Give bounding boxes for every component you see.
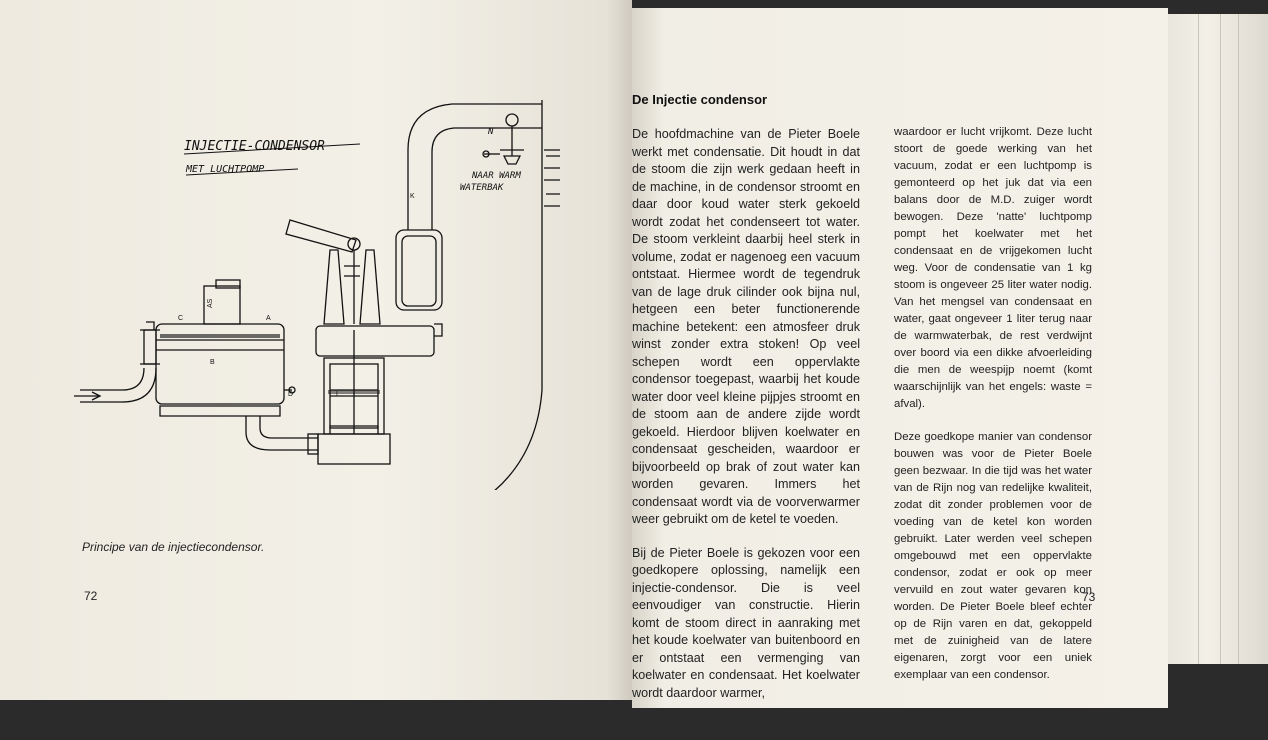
page-stack-edge xyxy=(1168,14,1268,664)
right-page: De Injectie condensor De hoofdmachine va… xyxy=(632,8,1168,708)
left-page: INJECTIE-CONDENSOR MET LUCHTPOMP NAAR WA… xyxy=(0,0,632,700)
diagram-label-as: AS xyxy=(207,298,214,308)
diagram-note-line2: WATERBAK xyxy=(460,183,504,193)
page-number-left: 72 xyxy=(84,589,98,603)
diagram-label-b: B xyxy=(210,359,215,366)
diagram-label-d: D xyxy=(288,391,293,398)
injection-condenser-diagram: INJECTIE-CONDENSOR MET LUCHTPOMP NAAR WA… xyxy=(74,100,560,490)
diagram-label-l: L xyxy=(336,391,340,398)
text-column-2: waardoor er lucht vrijkomt. Deze lucht s… xyxy=(894,124,1092,700)
page-number-right: 73 xyxy=(1082,590,1096,604)
section-heading: De Injectie condensor xyxy=(632,92,768,107)
diagram-label-c: C xyxy=(178,315,183,322)
diagram-note-line1: NAAR WARM xyxy=(471,171,521,181)
diagram-label-n: N xyxy=(487,127,494,137)
column2-paragraph-2: Deze goedkope manier van condensor bouwe… xyxy=(894,431,1092,681)
diagram-label-k: K xyxy=(410,193,415,200)
text-column-1: De hoofdmachine van de Pieter Boele werk… xyxy=(632,126,860,718)
column1-paragraph-1: De hoofdmachine van de Pieter Boele werk… xyxy=(632,127,860,526)
diagram-title: INJECTIE-CONDENSOR xyxy=(184,139,325,154)
diagram-label-a: A xyxy=(266,315,271,322)
diagram-subtitle: MET LUCHTPOMP xyxy=(185,164,264,175)
column1-paragraph-2: Bij de Pieter Boele is gekozen voor een … xyxy=(632,545,860,700)
column2-paragraph-1: waardoor er lucht vrijkomt. Deze lucht s… xyxy=(894,126,1092,410)
figure-caption: Principe van de injectiecondensor. xyxy=(82,540,265,554)
